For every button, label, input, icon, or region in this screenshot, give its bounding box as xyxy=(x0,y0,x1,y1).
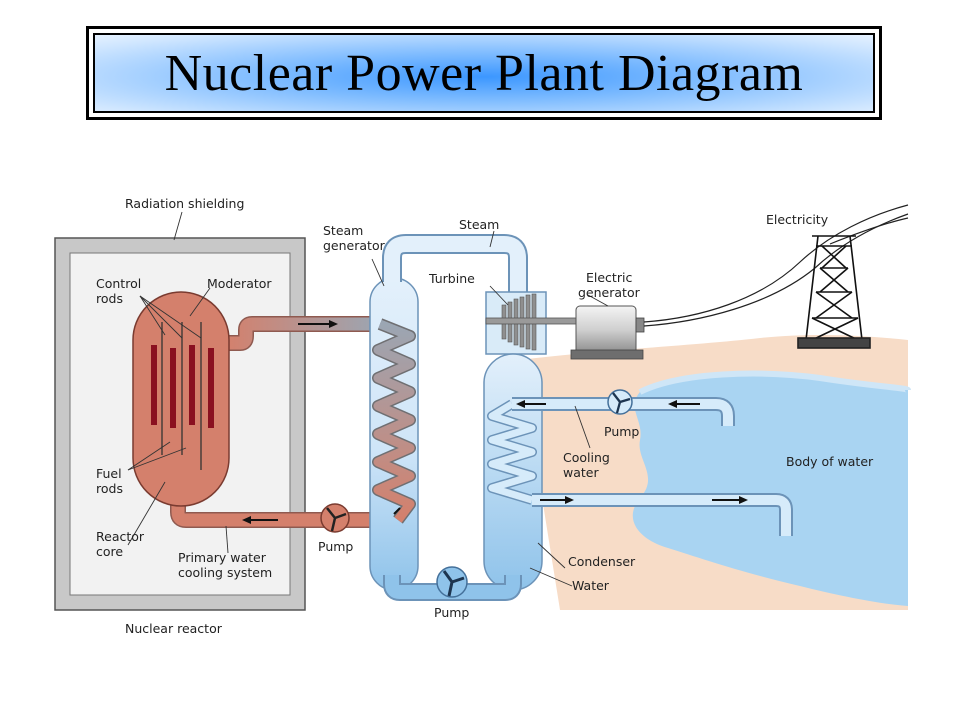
label-body-of-water: Body of water xyxy=(786,454,874,469)
fuel-rod xyxy=(170,348,176,428)
arrow-left-icon xyxy=(668,400,700,408)
fuel-rod xyxy=(189,345,195,425)
label-steam: Steam xyxy=(459,217,499,232)
label-primary-cooling-1: Primary water xyxy=(178,550,267,565)
leader-lines xyxy=(127,211,609,587)
label-reactor-core-1: Reactor xyxy=(96,529,145,544)
fuel-rods xyxy=(151,345,214,428)
title-banner: Nuclear Power Plant Diagram xyxy=(93,33,875,113)
label-electricity: Electricity xyxy=(766,212,829,227)
labels: Radiation shielding Control rods Moderat… xyxy=(96,196,874,636)
label-reactor-core-2: core xyxy=(96,544,123,559)
label-cooling-water-2: water xyxy=(563,465,599,480)
label-steam-generator-2: generator xyxy=(323,238,386,253)
arrow-right-icon xyxy=(712,496,748,504)
arrow-left-icon xyxy=(242,516,278,524)
fuel-rod xyxy=(151,345,157,425)
label-pump-cooling: Pump xyxy=(604,424,639,439)
flow-arrows xyxy=(242,320,748,524)
title-box: Nuclear Power Plant Diagram xyxy=(86,26,882,120)
body-of-water xyxy=(632,373,908,606)
fuel-rod xyxy=(208,348,214,428)
label-pump-primary: Pump xyxy=(318,539,353,554)
label-radiation-shielding: Radiation shielding xyxy=(125,196,244,211)
label-electric-generator-1: Electric xyxy=(586,270,632,285)
label-turbine: Turbine xyxy=(428,271,475,286)
label-primary-cooling-2: cooling system xyxy=(178,565,272,580)
cooling-pump-icon xyxy=(607,389,633,415)
arrow-right-icon xyxy=(298,320,338,328)
primary-pump-icon xyxy=(320,503,350,533)
label-moderator: Moderator xyxy=(207,276,272,291)
label-cooling-water-1: Cooling xyxy=(563,450,610,465)
label-pump-secondary: Pump xyxy=(434,605,469,620)
label-electric-generator-2: generator xyxy=(578,285,641,300)
label-fuel-rods-1: Fuel xyxy=(96,466,122,481)
label-water: Water xyxy=(572,578,610,593)
transmission-tower-icon xyxy=(797,235,871,349)
label-nuclear-reactor: Nuclear reactor xyxy=(125,621,223,636)
page-title: Nuclear Power Plant Diagram xyxy=(164,44,804,102)
feedwater-pump-icon xyxy=(436,566,468,598)
arrow-right-icon xyxy=(540,496,574,504)
arrow-left-icon xyxy=(516,400,546,408)
turbine-shaft xyxy=(485,317,587,325)
label-control-rods-1: Control xyxy=(96,276,141,291)
arrow-down-icon xyxy=(393,507,401,515)
label-steam-generator-1: Steam xyxy=(323,223,363,238)
label-control-rods-2: rods xyxy=(96,291,123,306)
label-fuel-rods-2: rods xyxy=(96,481,123,496)
lake-shore xyxy=(638,370,911,395)
electric-generator xyxy=(570,305,645,360)
control-rods xyxy=(161,322,202,470)
power-lines xyxy=(643,204,909,327)
label-condenser: Condenser xyxy=(568,554,636,569)
